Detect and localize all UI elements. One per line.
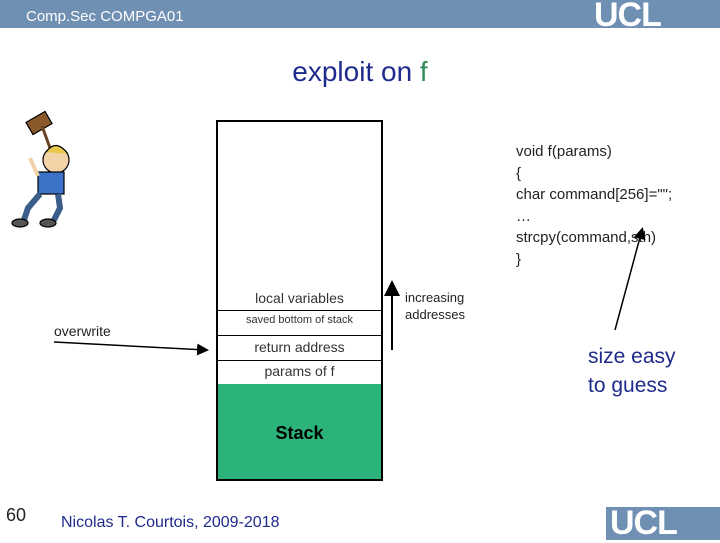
- code-line: }: [516, 250, 522, 268]
- page-number: 60: [6, 505, 27, 525]
- overwrite-label: overwrite: [54, 323, 111, 339]
- code-snippet: void f(params) { char command[256]=""; ……: [516, 141, 672, 270]
- cell-saved-bottom: saved bottom of stack: [246, 314, 353, 326]
- cell-return-address: return address: [254, 339, 345, 355]
- size-line-1: size easy: [588, 345, 676, 368]
- increasing-text: increasing: [405, 290, 465, 305]
- overwrite-arrow: [53, 341, 209, 356]
- divider: [218, 310, 381, 311]
- title-highlight: f: [419, 56, 428, 87]
- hacker-cartoon-icon: [11, 110, 70, 228]
- cell-local-variables: local variables: [255, 290, 344, 306]
- size-line-2: to guess: [588, 374, 668, 397]
- header-bar: [0, 0, 720, 28]
- author-credit: Nicolas T. Courtois, 2009-2018: [61, 514, 280, 531]
- divider: [218, 360, 381, 361]
- size-guess-label: size easy to guess: [588, 342, 676, 400]
- code-line: char command[256]="";: [516, 186, 673, 203]
- footer-logo-box: [606, 507, 720, 540]
- slide-title: exploit on f: [0, 56, 720, 88]
- code-line: void f(params): [516, 143, 612, 160]
- code-line: …: [516, 207, 531, 225]
- title-main: exploit on: [292, 56, 420, 87]
- course-title: Comp.Sec COMPGA01: [26, 8, 184, 25]
- addresses-text: addresses: [405, 307, 465, 322]
- cell-params: params of f: [264, 363, 335, 379]
- increasing-addresses-label: increasing addresses: [405, 289, 465, 323]
- stack-label: Stack: [275, 423, 324, 443]
- stack-region: [216, 384, 383, 481]
- code-line: {: [516, 164, 522, 182]
- ucl-logo-footer: UCL: [610, 504, 678, 542]
- code-line: strcpy(command,sth): [516, 229, 657, 246]
- divider: [218, 335, 381, 336]
- size-guess-arrow: [614, 227, 646, 331]
- ucl-logo: UCL: [594, 0, 662, 34]
